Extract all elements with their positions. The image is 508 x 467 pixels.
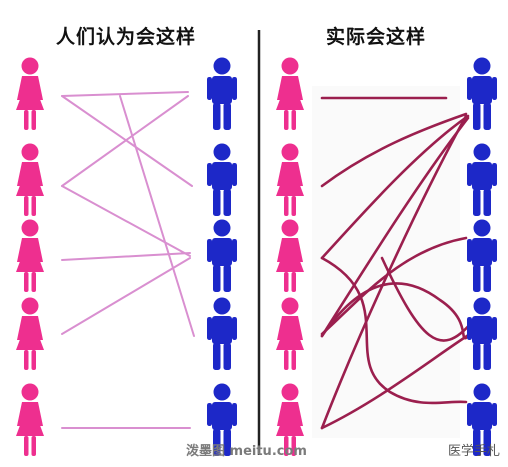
woman-figure-icon xyxy=(16,219,44,292)
right-connection-line xyxy=(320,112,468,188)
woman-figure-icon xyxy=(276,297,304,370)
right-connection-line xyxy=(320,332,472,430)
right-connection-line xyxy=(320,114,470,260)
woman-figure-icon xyxy=(276,219,304,292)
man-figure-icon xyxy=(207,219,237,292)
left-connection-line xyxy=(61,91,189,97)
man-figure-icon xyxy=(207,57,237,130)
man-figure-icon xyxy=(207,297,237,370)
man-figure-icon xyxy=(467,57,497,130)
right-panel-backdrop xyxy=(312,86,460,438)
woman-figure-icon xyxy=(16,383,44,456)
right-connection-lines xyxy=(320,96,474,430)
man-figure-icon xyxy=(207,143,237,216)
woman-figure-icon xyxy=(16,143,44,216)
man-figure-icon xyxy=(467,143,497,216)
woman-figure-icon xyxy=(276,57,304,130)
left-connection-line xyxy=(61,257,191,335)
left-connection-line xyxy=(61,95,189,187)
left-panel-title: 人们认为会这样 xyxy=(56,26,197,48)
woman-figure-icon xyxy=(16,297,44,370)
right-connection-line xyxy=(320,256,468,405)
left-connection-line xyxy=(61,185,191,257)
left-connection-line xyxy=(61,95,193,187)
site-watermark: 泼墨图 meitu.com xyxy=(186,444,307,459)
man-figure-icon xyxy=(467,297,497,370)
right-panel-title: 实际会这样 xyxy=(326,26,427,48)
right-connection-line xyxy=(320,236,468,336)
woman-figure-icon xyxy=(276,143,304,216)
right-connection-line xyxy=(320,116,470,338)
weibo-watermark: 医学手札 xyxy=(448,444,501,459)
right-connection-line xyxy=(320,114,468,430)
left-connection-lines xyxy=(61,91,195,429)
woman-figure-icon xyxy=(16,57,44,130)
right-connection-line xyxy=(380,256,474,342)
man-figure-icon xyxy=(467,219,497,292)
left-connection-line xyxy=(119,95,195,337)
